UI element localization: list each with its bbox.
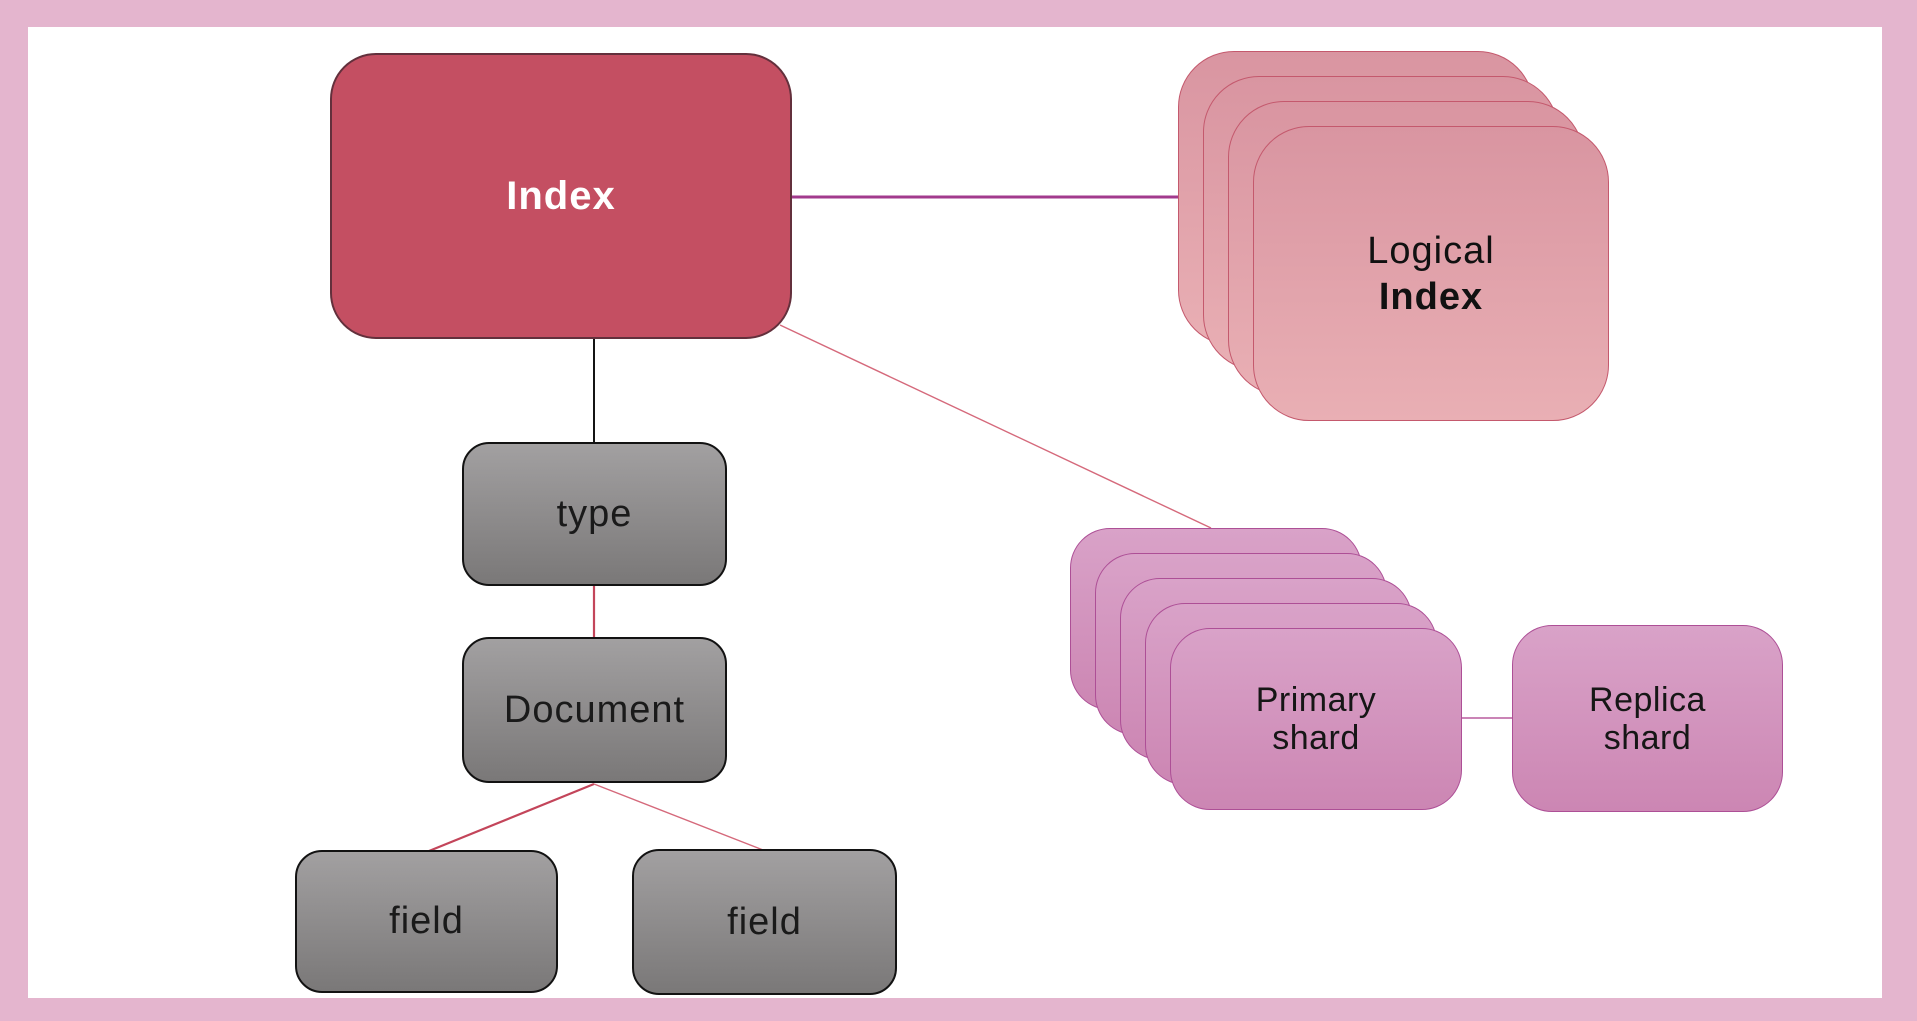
node-index-label: Index	[506, 173, 616, 218]
node-index: Index	[330, 53, 792, 339]
primary-shard-label-line2: shard	[1272, 719, 1360, 757]
primary-shard-front-card: Primary shard	[1170, 628, 1462, 810]
logical-index-label-line1: Logical	[1367, 229, 1495, 272]
connector-index-primary-shard	[779, 324, 1212, 529]
primary-shard-stack: Primary shard	[1070, 528, 1470, 818]
primary-shard-label: Primary shard	[1256, 681, 1377, 757]
node-field-right: field	[632, 849, 897, 995]
node-document-label: Document	[503, 688, 686, 731]
node-field-right-label: field	[727, 900, 802, 943]
logical-index-front-card: Logical Index	[1253, 126, 1609, 421]
logical-index-label: Logical Index	[1367, 228, 1494, 320]
logical-index-label-line2: Index	[1378, 275, 1484, 318]
connector-document-field-left	[428, 782, 595, 853]
node-type: type	[462, 442, 727, 586]
node-type-label: type	[556, 492, 633, 535]
primary-shard-label-line1: Primary	[1255, 681, 1377, 719]
logical-index-stack: Logical Index	[1178, 51, 1618, 431]
replica-shard-label-line1: Replica	[1589, 680, 1706, 719]
connector-document-field-right	[593, 783, 764, 851]
node-field-left: field	[295, 850, 558, 993]
node-replica-shard: Replica shard	[1512, 625, 1783, 812]
replica-shard-label: Replica shard	[1589, 681, 1706, 757]
node-document: Document	[462, 637, 727, 783]
node-field-left-label: field	[389, 900, 464, 942]
replica-shard-label-line2: shard	[1603, 718, 1692, 757]
